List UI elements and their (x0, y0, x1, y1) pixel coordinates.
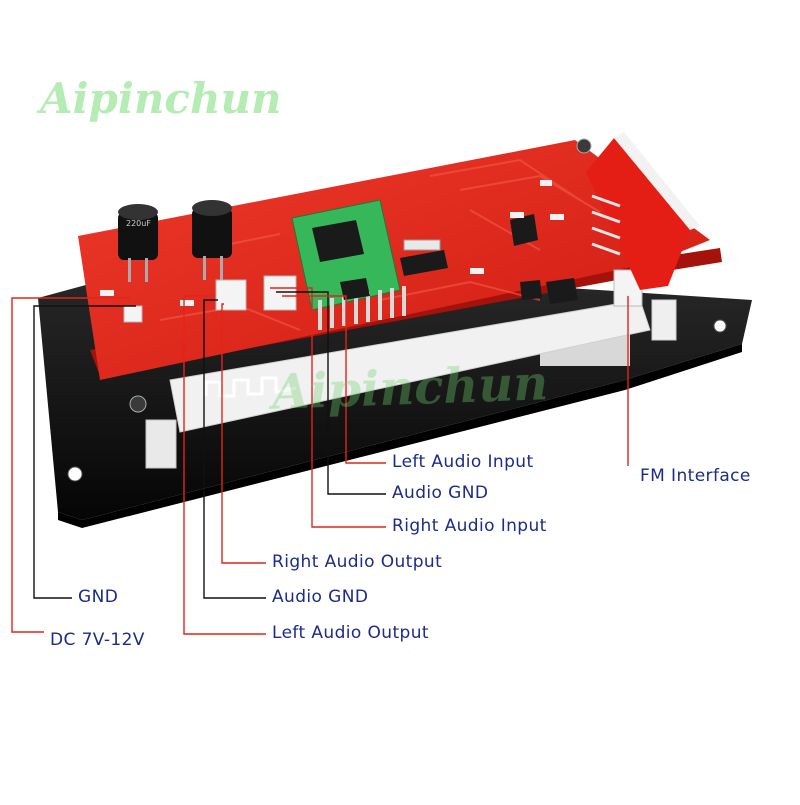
label-dc-power: DC 7V-12V (50, 630, 145, 650)
fm-module-pins (591, 194, 621, 256)
leader-audio-gnd-input (276, 291, 386, 495)
crystal (403, 239, 441, 251)
leader-audio-gnd-output (203, 299, 266, 599)
label-left-audio-input: Left Audio Input (392, 452, 534, 472)
label-right-audio-output: Right Audio Output (272, 552, 443, 572)
standoff (145, 419, 177, 469)
label-audio-gnd-output: Audio GND (272, 587, 369, 607)
leader-left-audio-output (183, 295, 266, 635)
brand-watermark: Aipinchun (40, 74, 282, 123)
capacitor-marking: 220uF (126, 219, 151, 228)
brand-watermark-center: Aipinchun (271, 355, 549, 421)
mount-screw (576, 138, 592, 154)
fm-module-board (586, 138, 690, 290)
electrolytic-capacitor (192, 200, 232, 280)
label-left-audio-output: Left Audio Output (272, 623, 429, 643)
bluetooth-antenna (204, 376, 297, 398)
base-mount-hole (713, 319, 727, 333)
ic-chip (510, 214, 538, 246)
ic-chip (340, 278, 370, 300)
smd-components (100, 180, 564, 306)
label-right-audio-input: Right Audio Input (392, 516, 547, 536)
base-mount-hole (67, 466, 83, 482)
leader-right-audio-output (221, 303, 266, 564)
label-gnd: GND (78, 587, 119, 607)
ic-chip (520, 280, 542, 300)
label-fm-interface: FM Interface (640, 466, 751, 486)
connector-audio-input (263, 275, 297, 311)
base-plate-edge (58, 344, 742, 528)
ic-chip (400, 250, 448, 276)
leader-right-audio-input (270, 287, 386, 528)
standoff (651, 299, 677, 341)
leader-gnd (33, 305, 136, 599)
connector-audio-output (215, 279, 247, 311)
bluetooth-chip (312, 220, 364, 262)
electrolytic-capacitor: 220uF (118, 204, 158, 282)
ic-chip (546, 278, 578, 304)
fm-module-edge (614, 132, 700, 230)
leader-dc-power (11, 297, 130, 633)
lcd-module-back (169, 299, 651, 433)
pcb-board (78, 140, 710, 380)
module-pins (318, 286, 406, 330)
label-audio-gnd-input: Audio GND (392, 483, 489, 503)
leader-left-audio-input (282, 295, 386, 464)
mount-screw (129, 395, 147, 413)
